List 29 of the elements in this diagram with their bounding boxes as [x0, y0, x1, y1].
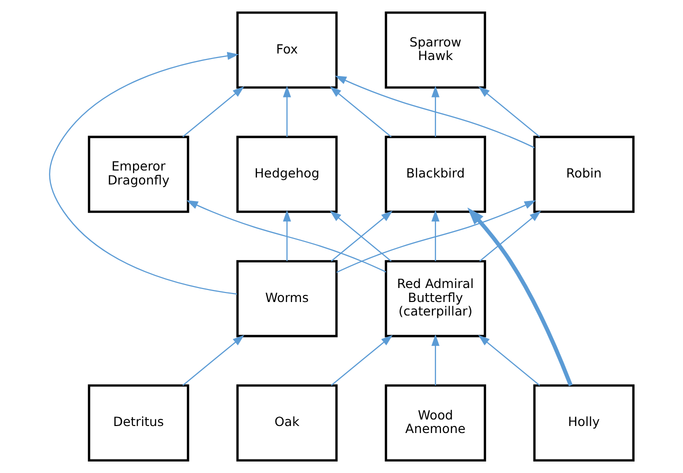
- arrow: [431, 86, 440, 137]
- arrow: [282, 86, 292, 137]
- node-box: Wood Anemone: [384, 384, 486, 462]
- arrow: [478, 334, 540, 386]
- node-box: Sparrow Hawk: [384, 12, 486, 89]
- node-box: Worms: [236, 260, 338, 338]
- arrow: [49, 52, 239, 295]
- arrow: [330, 334, 393, 386]
- arrow: [431, 334, 440, 386]
- arrow: [334, 76, 535, 148]
- arrow: [186, 200, 386, 272]
- arrow: [330, 86, 392, 138]
- node-box: Robin: [533, 136, 635, 213]
- arrow: [282, 210, 292, 262]
- arrow: [182, 334, 244, 386]
- arrow: [182, 86, 244, 138]
- node-box: Red Admiral Butterfly (caterpillar): [384, 260, 486, 338]
- arrow: [467, 208, 573, 386]
- node-box: Hedgehog: [236, 136, 338, 213]
- node-box: Blackbird: [384, 136, 486, 213]
- node-box: Holly: [533, 384, 635, 462]
- node-box: Fox: [236, 12, 338, 89]
- arrow: [479, 210, 542, 262]
- node-box: Oak: [236, 384, 338, 462]
- node-box: Emperor Dragonfly: [88, 136, 190, 213]
- arrow: [431, 210, 440, 262]
- arrow: [478, 86, 540, 138]
- arrow: [336, 200, 536, 273]
- node-box: Detritus: [88, 384, 190, 462]
